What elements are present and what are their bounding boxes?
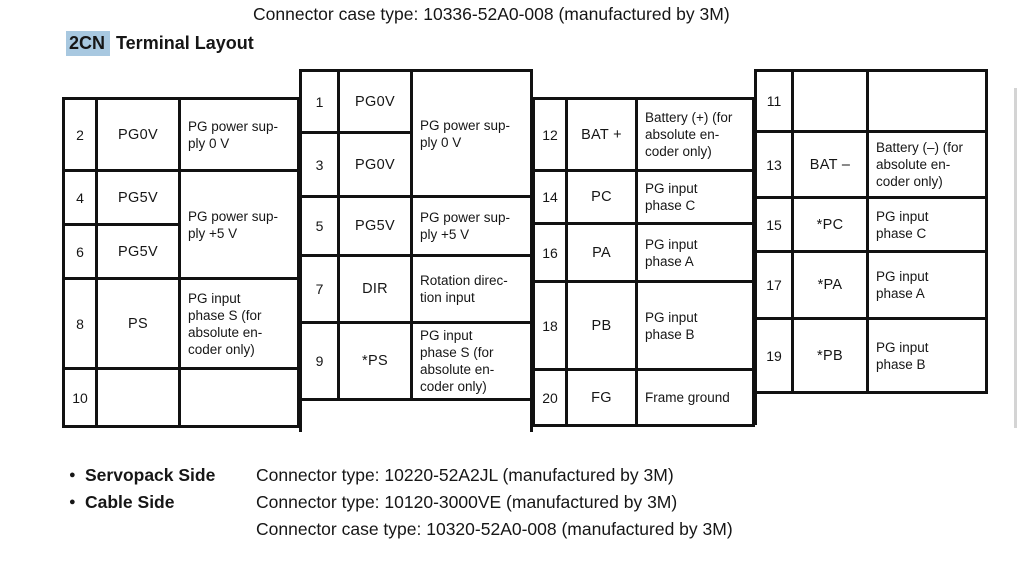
signal-name-cell: PG0V <box>337 69 413 134</box>
table-row: 18 PB PG input phase B <box>532 280 755 371</box>
terminal-table-mid-even: 12 BAT + Battery (+) (for absolute en- c… <box>532 97 755 427</box>
table-row: 20 FG Frame ground <box>532 368 755 427</box>
signal-description-cell: PG input phase C <box>866 196 988 253</box>
title-text: Terminal Layout <box>116 33 254 53</box>
signal-description-cell: PG input phase B <box>635 280 755 371</box>
pin-number-cell: 18 <box>532 280 568 371</box>
table-row: 4 PG5V PG power sup- ply +5 V <box>62 169 300 280</box>
signal-name-cell: *PC <box>791 196 869 253</box>
footer-label: Cable Side <box>85 492 175 512</box>
footer-line-servopack: ● Servopack Side Connector type: 10220-5… <box>0 465 1019 487</box>
table-row: 17 *PA PG input phase A <box>754 250 988 320</box>
title-highlight-2cn: 2CN <box>66 31 111 56</box>
signal-name-cell: *PB <box>791 317 869 394</box>
signal-name-cell: *PS <box>337 321 413 401</box>
pin-number-cell: 14 <box>532 169 568 225</box>
bullet-icon: ● <box>69 496 76 508</box>
open-bottom-extension <box>299 401 533 432</box>
table-row: 3 PG0V <box>299 131 532 198</box>
pin-number-cell: 16 <box>532 222 568 283</box>
table-row: 12 BAT + Battery (+) (for absolute en- c… <box>532 97 755 172</box>
pin-number-cell: 6 <box>62 223 98 280</box>
footer-line-cable: ● Cable Side Connector type: 10120-3000V… <box>0 492 1019 514</box>
open-bottom-extension <box>754 394 988 425</box>
scan-edge-artifact <box>1014 88 1017 428</box>
pin-number-cell: 12 <box>532 97 568 172</box>
signal-description-cell: PG power sup- ply 0 V <box>178 97 300 172</box>
pin-number-cell: 7 <box>299 254 340 324</box>
signal-description-cell: Frame ground <box>635 368 755 427</box>
table-row: 1 PG0V PG power sup- ply 0 V <box>299 69 533 198</box>
table-row: 8 PS PG input phase S (for absolute en- … <box>62 277 300 370</box>
pin-number-cell: 1 <box>299 69 340 134</box>
terminal-table-mid-odd: 1 PG0V PG power sup- ply 0 V 3 PG0V 5 PG… <box>299 69 533 432</box>
pin-number-cell: 17 <box>754 250 794 320</box>
signal-name-cell: PG5V <box>337 195 413 257</box>
pin-number-cell: 19 <box>754 317 794 394</box>
terminal-table-right-odd: 11 13 BAT – Battery (–) (for absolute en… <box>754 69 988 425</box>
signal-name-cell: PG5V <box>95 169 181 226</box>
pin-number-cell: 5 <box>299 195 340 257</box>
table-row: 15 *PC PG input phase C <box>754 196 988 253</box>
footer-value: Connector type: 10220-52A2JL (manufactur… <box>256 465 674 485</box>
table-row: 13 BAT – Battery (–) (for absolute en- c… <box>754 130 988 199</box>
signal-description-cell: PG power sup- ply 0 V <box>410 69 533 198</box>
footer-value: Connector type: 10120-3000VE (manufactur… <box>256 492 678 512</box>
table-row: 16 PA PG input phase A <box>532 222 755 283</box>
table-row: 2 PG0V PG power sup- ply 0 V <box>62 97 300 172</box>
signal-description-cell: PG power sup- ply +5 V <box>410 195 533 257</box>
pin-number-cell: 11 <box>754 69 794 133</box>
connector-case-type-note: Connector case type: 10336-52A0-008 (man… <box>253 4 730 24</box>
signal-description-cell: PG power sup- ply +5 V <box>178 169 300 280</box>
signal-description-cell: PG input phase A <box>635 222 755 283</box>
signal-name-cell: PA <box>565 222 638 283</box>
signal-name-cell: BAT – <box>791 130 869 199</box>
pin-number-cell: 10 <box>62 367 98 428</box>
bullet-icon: ● <box>69 469 76 481</box>
signal-description-cell <box>178 367 300 428</box>
signal-description-cell: Rotation direc- tion input <box>410 254 533 324</box>
signal-description-cell: Battery (–) (for absolute en- coder only… <box>866 130 988 199</box>
pin-number-cell: 4 <box>62 169 98 226</box>
signal-description-cell: PG input phase A <box>866 250 988 320</box>
signal-description-cell: PG input phase S (for absolute en- coder… <box>178 277 300 370</box>
pin-number-cell: 13 <box>754 130 794 199</box>
signal-name-cell: PG0V <box>337 131 413 198</box>
terminal-table-left-even: 2 PG0V PG power sup- ply 0 V 4 PG5V PG p… <box>62 97 300 428</box>
table-row: 19 *PB PG input phase B <box>754 317 988 394</box>
signal-description-cell: Battery (+) (for absolute en- coder only… <box>635 97 755 172</box>
table-row: 7 DIR Rotation direc- tion input <box>299 254 533 324</box>
pin-number-cell: 9 <box>299 321 340 401</box>
signal-name-cell: PG5V <box>95 223 181 280</box>
signal-name-cell <box>791 69 869 133</box>
pin-number-cell: 20 <box>532 368 568 427</box>
table-row: 9 *PS PG input phase S (for absolute en-… <box>299 321 533 401</box>
table-row: 5 PG5V PG power sup- ply +5 V <box>299 195 533 257</box>
signal-name-cell: PB <box>565 280 638 371</box>
table-row: 10 <box>62 367 300 428</box>
signal-description-cell: PG input phase S (for absolute en- coder… <box>410 321 533 401</box>
table-row: 11 <box>754 69 988 133</box>
table-row: 6 PG5V <box>62 223 299 280</box>
signal-name-cell <box>95 367 181 428</box>
signal-description-cell: PG input phase B <box>866 317 988 394</box>
signal-name-cell: DIR <box>337 254 413 324</box>
signal-name-cell: PC <box>565 169 638 225</box>
signal-description-cell: PG input phase C <box>635 169 755 225</box>
pin-number-cell: 15 <box>754 196 794 253</box>
footer-label: Servopack Side <box>85 465 216 485</box>
footer-line-case-type: Connector case type: 10320-52A0-008 (man… <box>0 519 1019 541</box>
table-row: 14 PC PG input phase C <box>532 169 755 225</box>
pin-number-cell: 2 <box>62 97 98 172</box>
signal-name-cell: PS <box>95 277 181 370</box>
pin-number-cell: 3 <box>299 131 340 198</box>
signal-name-cell: PG0V <box>95 97 181 172</box>
footer-value: Connector case type: 10320-52A0-008 (man… <box>256 519 733 539</box>
signal-name-cell: *PA <box>791 250 869 320</box>
signal-description-cell <box>866 69 988 133</box>
signal-name-cell: BAT + <box>565 97 638 172</box>
signal-name-cell: FG <box>565 368 638 427</box>
pin-number-cell: 8 <box>62 277 98 370</box>
